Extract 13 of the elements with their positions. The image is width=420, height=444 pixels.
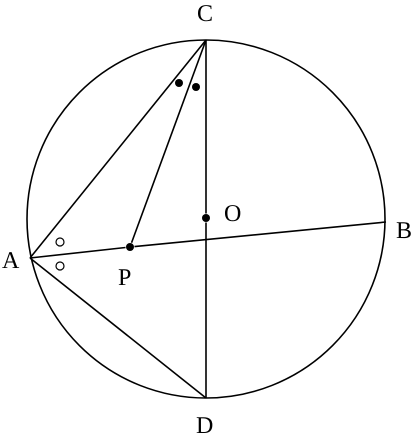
- point-label: C: [197, 2, 214, 26]
- line-segment: [29, 40, 207, 258]
- point-label: A: [2, 249, 20, 273]
- line-segment: [205, 40, 207, 214]
- point-label: B: [396, 219, 412, 243]
- line-segment: [30, 246, 126, 259]
- point-label: D: [196, 414, 214, 438]
- line-segment: [30, 257, 206, 399]
- line-segment: [134, 221, 386, 248]
- point-label: O: [224, 202, 242, 226]
- line-segment: [130, 40, 207, 244]
- point-label: P: [118, 266, 132, 290]
- line-segment: [205, 222, 207, 398]
